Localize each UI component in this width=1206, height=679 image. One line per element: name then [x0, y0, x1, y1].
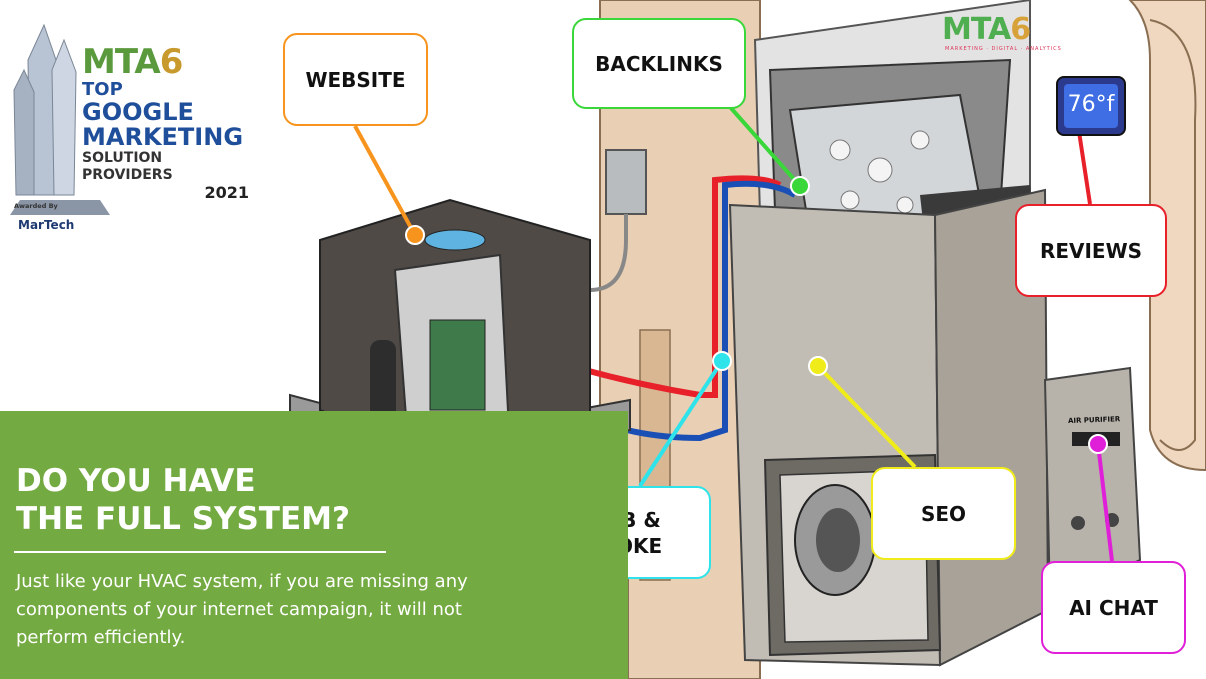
award-line-marketing: MARKETING	[82, 123, 244, 151]
headline-line-1: DO YOU HAVE	[16, 463, 256, 499]
award-badge: MTA6 TOP GOOGLE MARKETING SOLUTION PROVI…	[0, 0, 262, 240]
coil-droplet	[867, 157, 893, 183]
website-connector	[353, 125, 417, 236]
trophy-spire	[51, 38, 77, 196]
callout-backlinks: BACKLINKS	[572, 18, 746, 109]
hub-connector	[638, 359, 724, 488]
award-line-solution: SOLUTION PROVIDERS	[82, 150, 173, 183]
award-line-google: GOOGLE	[82, 98, 194, 126]
logo-tagline: MARKETING · DIGITAL · ANALYTICS	[945, 46, 1062, 52]
blower-motor	[816, 508, 860, 572]
martech-logo: MarTech	[18, 218, 75, 232]
headline-divider	[14, 551, 386, 553]
conduit	[589, 214, 628, 292]
thermostat: 76°f	[1056, 76, 1126, 136]
award-line-top: TOP	[82, 79, 123, 100]
thermostat-screen: 76°f	[1064, 84, 1118, 128]
callout-ai-chat: AI CHAT	[1041, 561, 1186, 654]
callout-reviews: REVIEWS	[1015, 204, 1167, 297]
seo-dot	[808, 356, 828, 376]
callout-backlinks-label: BACKLINKS	[595, 51, 723, 76]
website-dot	[405, 225, 425, 245]
trophy-base	[10, 200, 110, 215]
control-board	[429, 319, 486, 411]
coil-droplet	[896, 196, 914, 214]
coil-droplet	[840, 190, 860, 210]
award-year: 2021	[204, 183, 249, 202]
thermostat-temperature: 76°f	[1067, 92, 1115, 117]
coil-droplet	[829, 139, 851, 161]
wall-edge	[1128, 0, 1206, 472]
callout-website: WEBSITE	[283, 33, 428, 126]
callout-reviews-label: REVIEWS	[1039, 238, 1143, 263]
trophy-spire	[13, 68, 35, 196]
award-brand: MTA6	[82, 42, 183, 82]
panel-headline: DO YOU HAVE THE FULL SYSTEM?	[16, 462, 456, 538]
purifier-hole	[1071, 516, 1085, 530]
hub-dot	[712, 351, 732, 371]
panel-body-text: Just like your HVAC system, if you are m…	[16, 571, 468, 648]
callout-seo-label: SEO	[920, 501, 967, 526]
mta6-logo: MTA6	[942, 12, 1031, 47]
callout-website-label: WEBSITE	[305, 67, 406, 92]
ai-chat-connector	[1096, 443, 1114, 562]
ai-chat-dot	[1088, 434, 1108, 454]
seo-connector	[816, 364, 917, 469]
message-panel	[0, 411, 628, 679]
callout-ai-chat-label: AI CHAT	[1069, 595, 1158, 620]
backlinks-dot	[790, 176, 810, 196]
compressor	[370, 340, 396, 420]
reviews-connector	[1076, 124, 1092, 205]
callout-seo: SEO	[871, 467, 1016, 560]
air-purifier-cabinet	[1043, 366, 1142, 602]
disconnect-box	[605, 149, 647, 215]
award-text: MTA6 TOP GOOGLE MARKETING SOLUTION PROVI…	[82, 44, 257, 202]
awarded-by: Awarded By	[14, 202, 58, 210]
coil-droplet	[910, 130, 930, 150]
duct-curve	[1149, 19, 1197, 451]
headline-line-2: THE FULL SYSTEM?	[16, 501, 350, 537]
fan-motor	[424, 229, 486, 251]
